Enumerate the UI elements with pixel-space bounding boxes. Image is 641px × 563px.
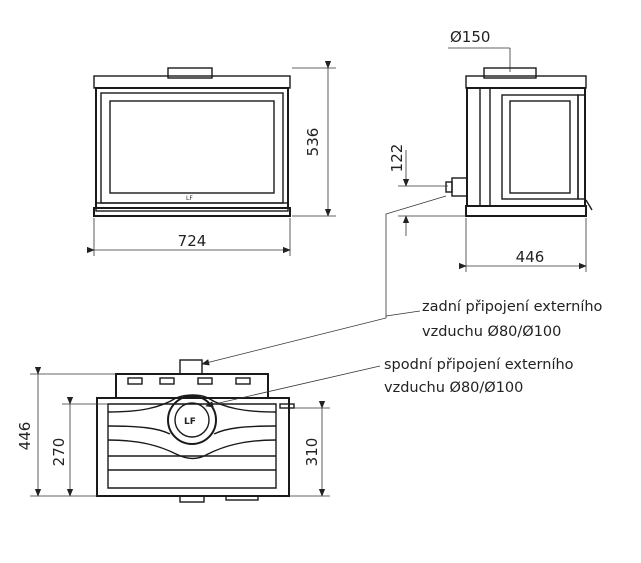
top-left-offset-dim: 270: [50, 438, 68, 467]
front-view: LF 724 536: [86, 60, 336, 256]
bottom-connection-leader: [205, 365, 381, 408]
side-view: Ø150 122 446: [388, 28, 593, 272]
bottom-connection-label-line1: spodní připojení externího: [384, 357, 574, 373]
rear-connection-label-line2: vzduchu Ø80/Ø100: [422, 324, 562, 340]
front-width-dim: 724: [178, 232, 207, 250]
svg-text:LF: LF: [184, 417, 196, 427]
rear-connection-label-line1: zadní připojení externího: [422, 299, 603, 315]
bottom-connection-label-line2: vzduchu Ø80/Ø100: [384, 380, 524, 396]
side-depth-dim: 446: [516, 248, 545, 266]
top-right-offset-dim: 310: [303, 438, 321, 467]
flue-diameter-dim: Ø150: [450, 28, 490, 46]
top-depth-dim: 446: [16, 422, 34, 451]
air-inlet-height-dim: 122: [388, 144, 406, 173]
rear-connection-leader: [201, 195, 447, 366]
top-view: LF 446 270 310: [16, 359, 330, 503]
logo-mark: LF: [186, 195, 193, 202]
front-height-dim: 536: [304, 128, 322, 157]
